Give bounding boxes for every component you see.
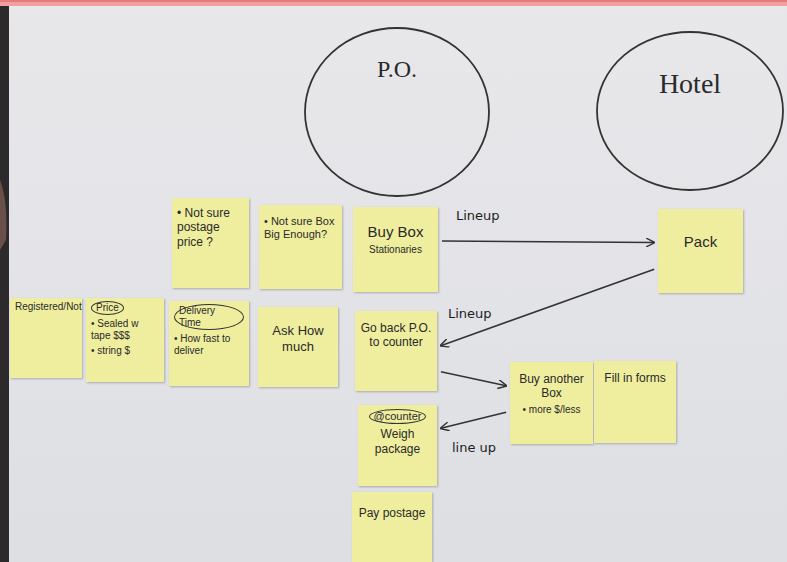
note-heading: Fill in forms	[599, 371, 671, 385]
sticky-note: Price • Sealed w tape $$$ • string $	[86, 298, 164, 382]
top-border	[0, 0, 787, 6]
note-heading: @counter	[363, 409, 432, 424]
note-heading: Price	[91, 301, 159, 315]
note-text: • string $	[91, 345, 159, 357]
sticky-note: Go back P.O. to counter	[355, 311, 437, 391]
sticky-note: Buy BoxStationaries	[353, 207, 438, 292]
sticky-note: Delivery Time • How fast to deliver	[169, 301, 249, 386]
sticky-note: Registered/Not	[10, 298, 82, 378]
circle-outline	[595, 30, 785, 192]
note-heading: • Not sure postage price ?	[177, 206, 244, 249]
sticky-note: Pack	[658, 209, 743, 293]
place-circle: Hotel	[595, 30, 785, 192]
note-heading: Delivery Time	[174, 304, 244, 330]
edge-label: Lineup	[448, 306, 492, 321]
sticky-note: Pay postage	[352, 492, 432, 562]
place-circle: P.O.	[303, 26, 491, 198]
note-heading: Buy Box	[358, 223, 433, 241]
note-heading: Buy another Box	[515, 372, 588, 401]
sticky-note: Fill in forms	[594, 361, 676, 443]
sticky-note: Buy another Box • more $/less	[510, 362, 593, 444]
note-heading: Hotel	[595, 68, 785, 100]
sticky-note: @counterWeigh package	[358, 405, 437, 486]
edge-label: Lineup	[456, 208, 500, 223]
note-text: Weigh package	[363, 427, 432, 456]
left-edge-shade	[0, 180, 6, 250]
note-text: • more $/less	[515, 404, 588, 416]
flow-arrow	[441, 269, 654, 346]
note-heading: P.O.	[303, 56, 491, 83]
sticky-note: Ask How much	[258, 307, 338, 387]
note-text: • How fast to deliver	[174, 333, 244, 357]
note-heading: Pack	[663, 233, 738, 251]
left-edge	[0, 6, 9, 562]
note-heading: • Not sure Box Big Enough?	[264, 215, 337, 241]
top-border-edge	[0, 0, 787, 2]
note-heading: Ask How much	[263, 323, 333, 354]
circle-outline	[303, 26, 491, 198]
note-heading: Go back P.O. to counter	[360, 321, 432, 350]
note-heading: Registered/Not	[15, 301, 77, 313]
flow-arrow	[442, 241, 654, 243]
sticky-note: • Not sure postage price ?	[172, 198, 249, 288]
note-text: • Sealed w tape $$$	[91, 318, 159, 342]
sticky-note: • Not sure Box Big Enough?	[259, 205, 342, 289]
flow-arrow	[441, 372, 506, 386]
edge-label: line up	[452, 440, 496, 455]
note-heading: Pay postage	[357, 506, 427, 520]
note-text: Stationaries	[358, 244, 433, 256]
flow-arrow	[441, 412, 506, 428]
